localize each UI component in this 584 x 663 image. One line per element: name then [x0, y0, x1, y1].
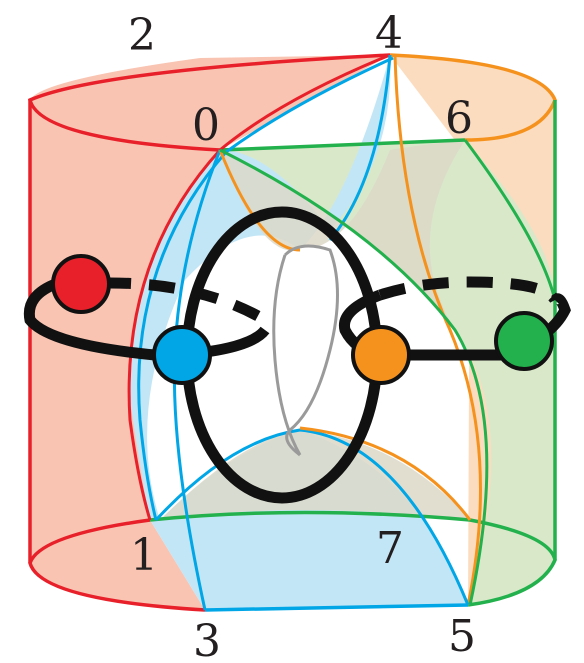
- vertex-label-6: 6: [445, 93, 473, 144]
- vertex-label-0: 0: [192, 100, 220, 151]
- vertex-label-4: 4: [375, 8, 403, 59]
- center-hole: [274, 246, 338, 430]
- orange-node: [353, 327, 409, 383]
- blue-node: [154, 327, 210, 383]
- vertex-label-3: 3: [193, 616, 221, 663]
- vertex-label-2: 2: [128, 10, 156, 61]
- green-node: [496, 313, 552, 369]
- vertex-label-5: 5: [448, 611, 476, 662]
- vertex-label-1: 1: [130, 530, 158, 581]
- red-node: [53, 256, 109, 312]
- vertex-label-7: 7: [376, 523, 404, 574]
